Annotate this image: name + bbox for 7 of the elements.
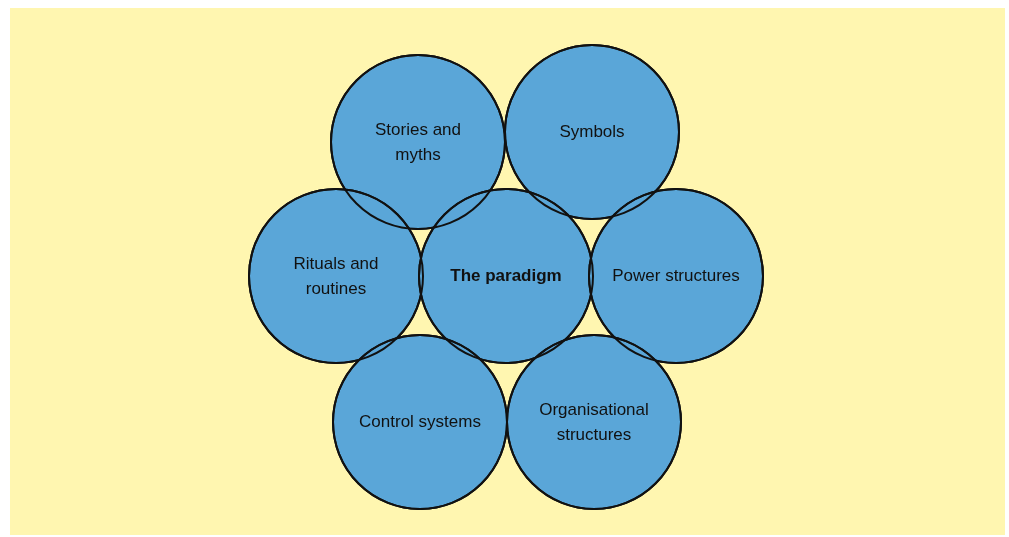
circle-label: Power structures <box>612 265 740 288</box>
circle-label: Symbols <box>559 121 625 144</box>
center-label: The paradigm <box>450 265 562 288</box>
circle-label: Rituals and routines <box>292 252 380 300</box>
circle-label: Stories and myths <box>374 118 462 166</box>
circle-label: Control systems <box>359 411 481 434</box>
circle-label: Organisational structures <box>538 398 650 446</box>
